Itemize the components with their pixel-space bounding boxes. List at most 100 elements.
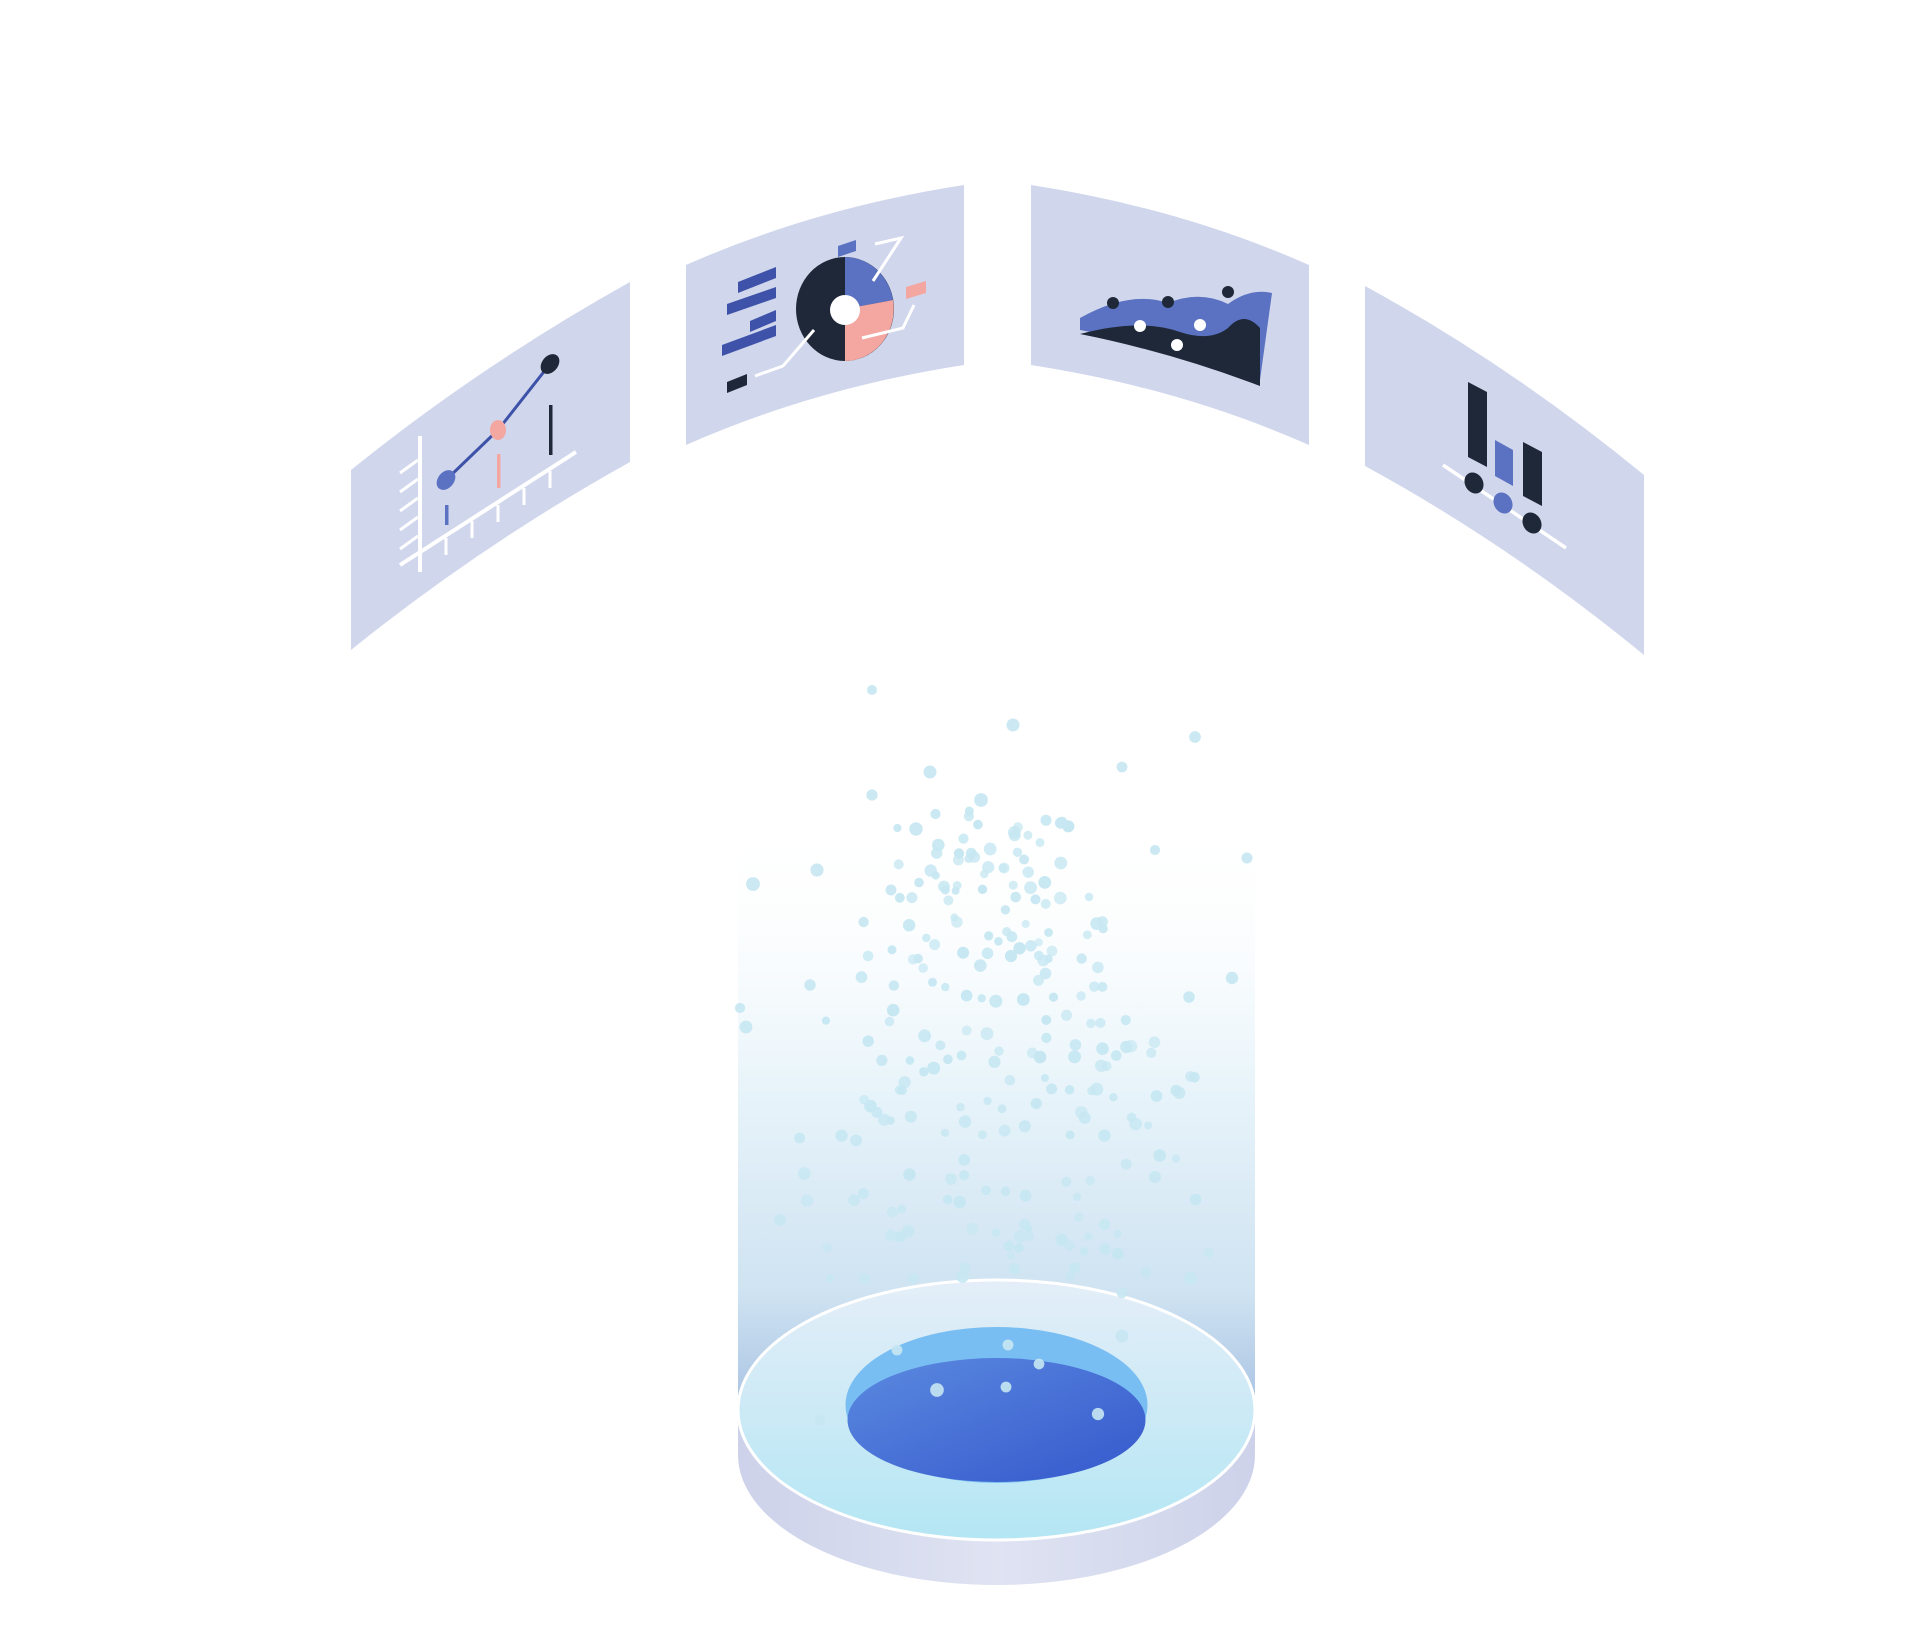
particle-dot-icon [1055, 1233, 1068, 1247]
particle-dot-icon [1008, 1263, 1021, 1275]
particle-dot-icon [1078, 1111, 1091, 1124]
particle-dot-icon [942, 1194, 953, 1205]
particle-dot-icon [774, 1214, 786, 1226]
particle-dot-icon [940, 1128, 950, 1137]
particle-dot-icon [1032, 1099, 1041, 1109]
particle-dot-icon [1153, 1149, 1166, 1162]
particle-dot-icon [963, 811, 974, 822]
particle-dot-icon [1144, 1121, 1153, 1130]
particle-dot-icon [1095, 1059, 1108, 1073]
particle-dot-icon [980, 1027, 994, 1041]
particle-dot-icon [1037, 954, 1050, 967]
particle-dot-icon [983, 1096, 992, 1106]
particle-dot-icon [898, 1076, 911, 1089]
particle-dot-icon [866, 789, 878, 801]
particle-dot-icon [885, 884, 897, 896]
particle-dot-icon [998, 862, 1010, 874]
particle-dot-icon [959, 1170, 970, 1181]
bar-chart-panel [1365, 286, 1644, 655]
particle-dot-icon [974, 959, 987, 972]
particle-dot-icon [943, 895, 954, 906]
particle-dot-icon [1184, 1271, 1197, 1285]
particle-dot-icon [1173, 1086, 1186, 1099]
bar-chart-icon [1442, 382, 1567, 550]
particle-dot-icon [906, 892, 918, 904]
particle-dot-icon [1076, 953, 1087, 964]
particle-dot-icon [1044, 928, 1053, 937]
particle-dot-icon [1116, 761, 1128, 773]
particle-dot-icon [959, 1262, 971, 1273]
particle-dot-icon [1150, 1090, 1163, 1102]
particle-dot-icon [932, 838, 945, 852]
particle-dot-icon [1069, 1262, 1081, 1274]
particle-dot-icon [891, 1344, 903, 1356]
particle-dot-icon [956, 1050, 967, 1061]
particle-dot-icon [1040, 814, 1052, 826]
particle-dot-icon [1061, 1176, 1072, 1187]
particle-dot-icon [1065, 1130, 1075, 1140]
particle-dot-icon [1010, 891, 1021, 903]
particle-dot-icon [1021, 919, 1030, 928]
particle-dot-icon [928, 977, 937, 987]
particle-dot-icon [952, 854, 964, 866]
particle-dot-icon [989, 994, 1003, 1008]
particle-dot-icon [1068, 1050, 1081, 1064]
particle-dot-icon [876, 1054, 888, 1066]
particle-dot-icon [1099, 1243, 1111, 1255]
particle-dot-icon [893, 859, 904, 870]
particle-dot-icon [908, 1273, 919, 1284]
particle-dot-icon [1095, 1017, 1106, 1028]
particle-dot-icon [902, 919, 916, 932]
particle-dot-icon [887, 945, 897, 955]
particle-dot-icon [1054, 856, 1068, 870]
particle-dot-icon [798, 1167, 811, 1180]
particle-dot-icon [1046, 945, 1058, 957]
particle-dot-icon [1091, 1407, 1105, 1421]
particle-dot-icon [858, 916, 869, 928]
particle-dot-icon [956, 1270, 969, 1283]
particle-dot-icon [826, 1274, 835, 1283]
particle-dot-icon [957, 946, 970, 959]
particle-dot-icon [977, 884, 988, 894]
particle-dot-icon [800, 1194, 814, 1207]
line-chart-panel [351, 282, 630, 650]
particle-dot-icon [991, 1228, 1001, 1237]
particle-dot-icon [984, 931, 994, 941]
particle-dot-icon [1024, 1231, 1034, 1242]
portal-well-icon [847, 1358, 1146, 1482]
particle-dot-icon [983, 842, 997, 856]
particle-dot-icon [1040, 898, 1051, 909]
particle-dot-icon [1048, 992, 1059, 1002]
particle-dot-icon [902, 1225, 915, 1238]
particle-dot-icon [918, 963, 928, 973]
particle-dot-icon [1098, 1129, 1111, 1142]
particle-dot-icon [835, 1129, 848, 1142]
particle-dot-icon [894, 892, 905, 903]
particle-dot-icon [1090, 917, 1104, 930]
particle-dot-icon [1013, 942, 1026, 955]
particle-dot-icon [981, 947, 994, 960]
particle-dot-icon [1085, 1176, 1095, 1186]
particle-dot-icon [919, 1067, 929, 1077]
particle-dot-icon [922, 933, 931, 943]
particle-dot-icon [1023, 830, 1033, 840]
particle-dot-icon [1022, 866, 1034, 878]
particle-dot-icon [974, 793, 988, 807]
particle-dot-icon [862, 950, 874, 962]
particle-dot-icon [1129, 1117, 1142, 1131]
particle-dot-icon [927, 1061, 941, 1075]
particle-dot-icon [907, 954, 919, 965]
particle-dot-icon [894, 1085, 905, 1095]
particle-dot-icon [1069, 1039, 1082, 1051]
particle-dot-icon [1149, 844, 1161, 856]
particle-dot-icon [956, 1102, 965, 1112]
particle-dot-icon [1046, 1083, 1058, 1095]
particle-dot-icon [978, 1130, 987, 1139]
particle-dot-icon [1087, 1086, 1096, 1096]
data-particles [734, 684, 1253, 1426]
pie-chart-icon [722, 235, 926, 393]
particle-dot-icon [1097, 981, 1108, 992]
particle-dot-icon [1089, 981, 1100, 992]
particle-dot-icon [988, 1055, 1001, 1068]
